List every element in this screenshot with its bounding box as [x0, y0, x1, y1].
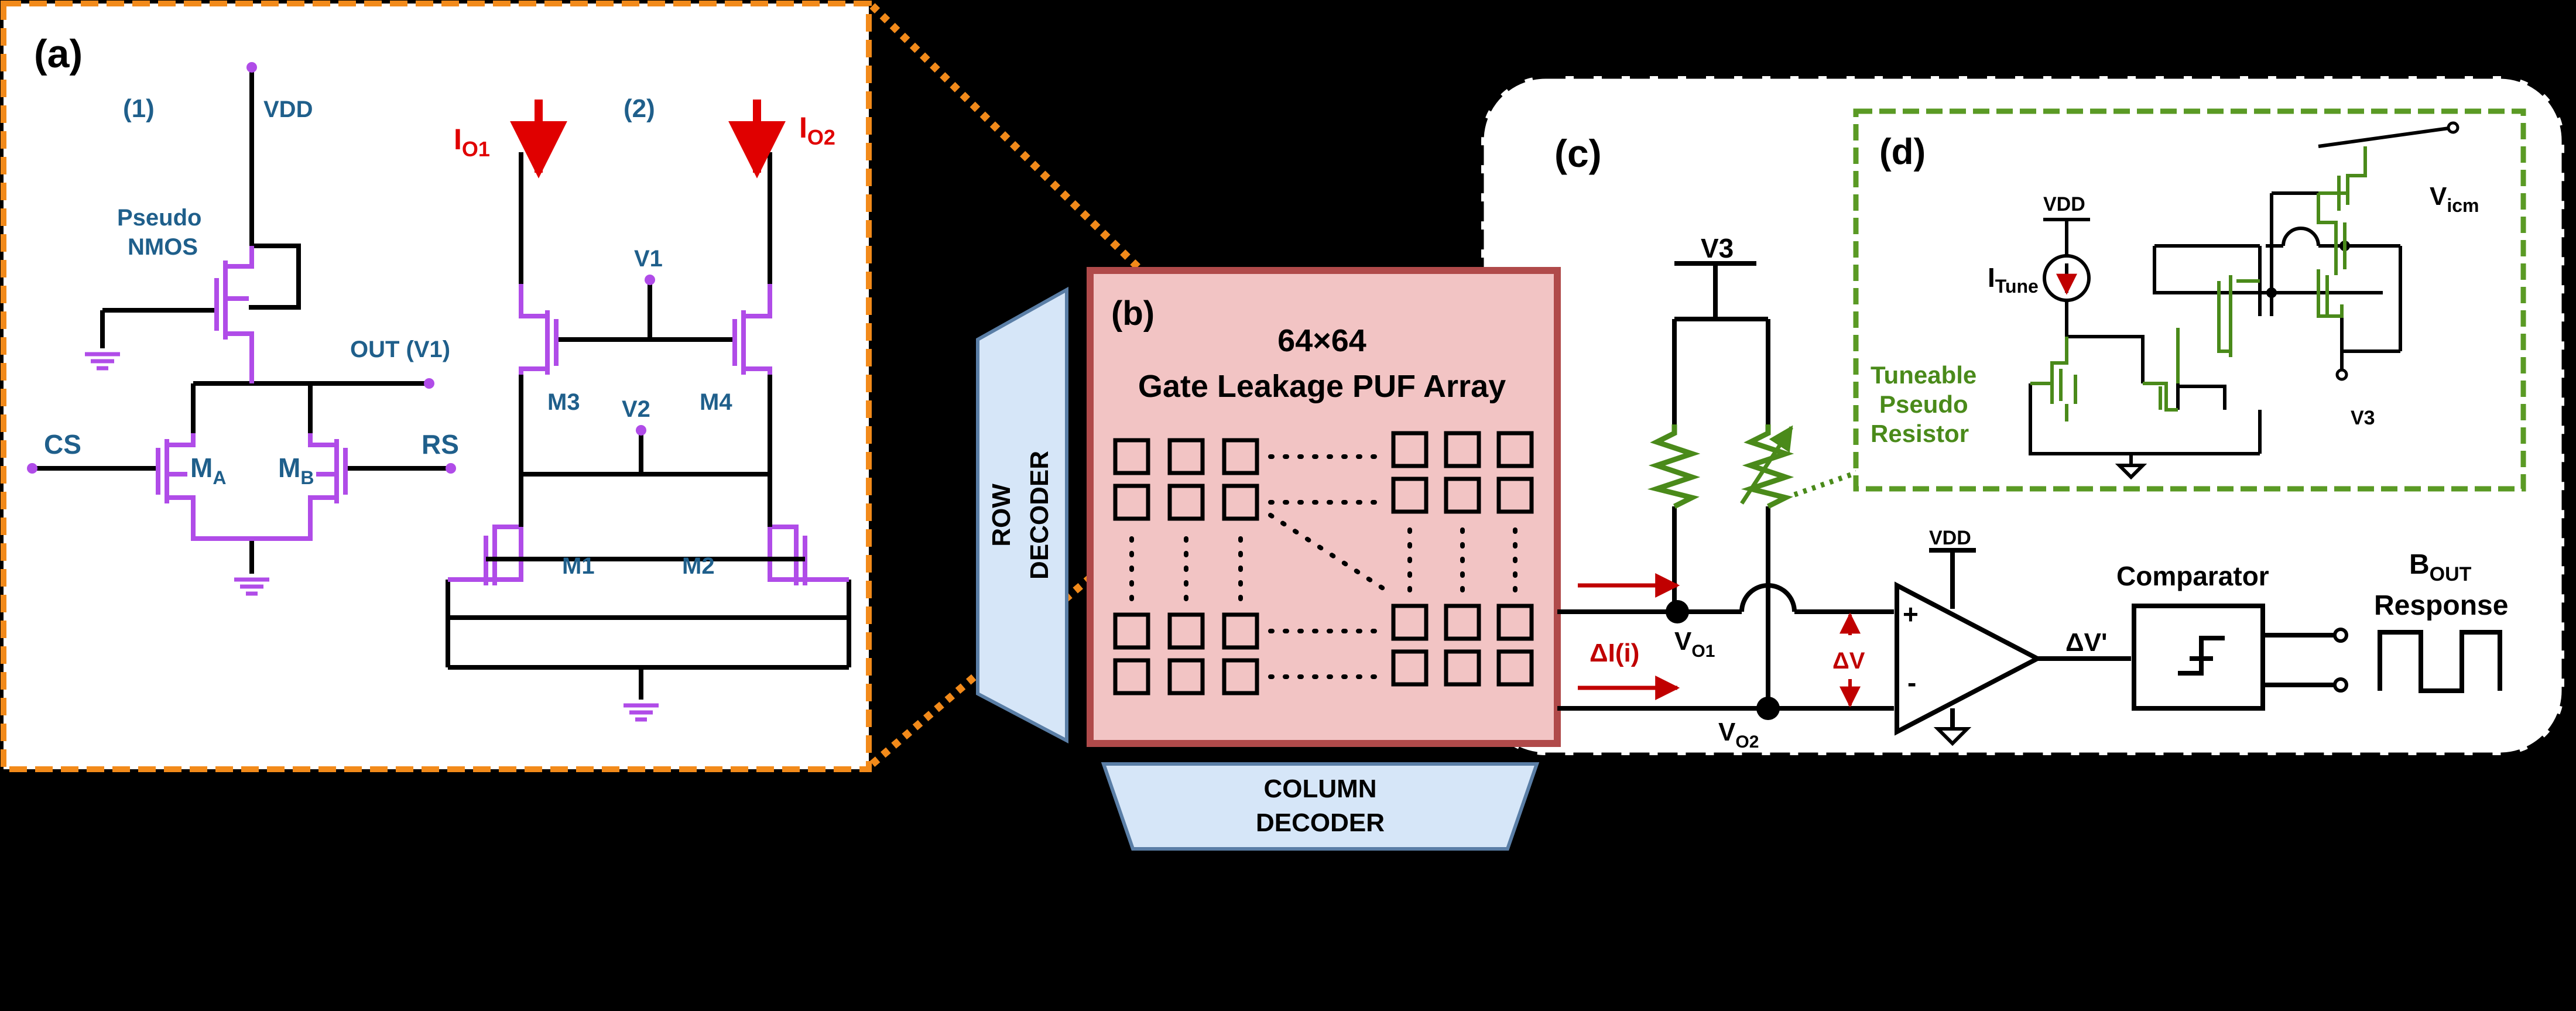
- rs-label: RS: [422, 429, 459, 460]
- row-decoder: [976, 286, 1068, 743]
- vo1-node: [1666, 600, 1689, 623]
- panel-a: (a) (1) (2): [1, 1, 872, 772]
- response-label: Response: [2374, 590, 2508, 621]
- output-terminal: [2333, 677, 2348, 693]
- current-mirror-purple: [448, 284, 849, 585]
- v3-label: V3: [1701, 233, 1734, 263]
- panel-d-green-transistors: [2030, 146, 2367, 421]
- ma-label: MA: [190, 453, 226, 488]
- panel-d-wires: [2029, 126, 2454, 465]
- v2-node: [636, 425, 646, 436]
- column-decoder: [1101, 762, 1540, 851]
- output-terminal: [2333, 628, 2348, 643]
- delta-i-label: ΔI(i): [1590, 639, 1639, 667]
- pseudo-label: Pseudo: [1879, 390, 1968, 418]
- column-decoder-label: COLUMN: [1263, 774, 1376, 803]
- mb-label: MB: [278, 453, 314, 488]
- nmos-label: NMOS: [128, 234, 198, 260]
- comparator-label: Comparator: [2116, 561, 2269, 591]
- vdd-label: VDD: [1929, 527, 1971, 549]
- vo2-label: VO2: [1718, 718, 1759, 752]
- tune-arrow-icon: [1740, 425, 1793, 505]
- pseudo-nmos-circuit: [32, 69, 451, 574]
- rs-node: [446, 463, 456, 474]
- panel-d: (d) Tuneable Pseudo Resistor: [1853, 108, 2526, 492]
- v3-label-d: V3: [2351, 407, 2375, 429]
- out-v1-label: OUT (V1): [350, 337, 450, 362]
- ground-icon: [1933, 727, 1972, 746]
- v3-terminal: [2335, 368, 2348, 381]
- puf-cells: [1113, 431, 1534, 695]
- panel-a-frame: [1, 1, 872, 772]
- vicm-label: Vicm: [2430, 182, 2479, 216]
- panel-b-tag: (b): [1111, 294, 1155, 333]
- panel-d-tag: (d): [1879, 132, 1926, 172]
- subcircuit-1-label: (1): [123, 94, 155, 123]
- square-wave-icon: [2378, 630, 2502, 693]
- cs-label: CS: [44, 429, 81, 460]
- v1-label: V1: [634, 246, 663, 272]
- m1-label: M1: [562, 553, 595, 579]
- vo1-label: VO1: [1674, 627, 1715, 661]
- v1-node: [645, 275, 655, 285]
- resistor-icon: [1741, 424, 1794, 509]
- puf-title-line2: Gate Leakage PUF Array: [1138, 369, 1506, 404]
- cs-node: [27, 463, 37, 474]
- bout-label: BOUT: [2409, 549, 2472, 585]
- io1-label: IO1: [454, 123, 490, 161]
- m4-label: M4: [700, 389, 732, 415]
- v2-label: V2: [622, 396, 650, 422]
- opamp-plus: +: [1903, 599, 1919, 629]
- puf-ellipsis: [1129, 454, 1517, 679]
- row-decoder-label-2: DECODER: [1025, 451, 1054, 580]
- row-decoder-label: ROW: [987, 484, 1016, 547]
- itune-label: ITune: [1988, 262, 2039, 297]
- vo2-node: [1756, 697, 1780, 720]
- column-decoder-label-2: DECODER: [1256, 808, 1385, 837]
- vdd-label: VDD: [263, 97, 313, 122]
- ground-icon: [2115, 464, 2147, 480]
- tuneable-label: Tuneable: [1871, 361, 1976, 389]
- pseudo-nmos-purple: [156, 246, 348, 541]
- resistor-label: Resistor: [1871, 420, 1969, 447]
- puf-title-line1: 64×64: [1277, 323, 1366, 358]
- node-dot: [2266, 287, 2277, 298]
- pseudo-label: Pseudo: [117, 205, 201, 231]
- vdd-label: VDD: [2043, 193, 2085, 215]
- out-node: [424, 378, 434, 389]
- panel-b: ROW DECODER COLUMN DECODER (b) 64×64 Gat…: [976, 267, 1561, 851]
- panel-d-frame: [1853, 108, 2526, 492]
- vicm-terminal: [2447, 121, 2459, 134]
- panel-c-tag: (c): [1554, 132, 1602, 175]
- resistor-icon: [1647, 424, 1701, 509]
- panel-a-tag: (a): [34, 32, 83, 76]
- delta-v-label: ΔV: [1832, 648, 1865, 674]
- mirror-wires: [486, 474, 805, 561]
- m3-label: M3: [547, 389, 580, 415]
- opamp-minus: -: [1907, 667, 1916, 698]
- panel-c: (c): [1554, 132, 2508, 752]
- m2-label: M2: [682, 553, 715, 579]
- vdd-node: [246, 62, 257, 73]
- subcircuit-2-label: (2): [624, 94, 655, 123]
- delta-v-prime-label: ΔV': [2065, 628, 2107, 657]
- io2-label: IO2: [799, 111, 835, 149]
- current-mirror-circuit: [446, 152, 851, 700]
